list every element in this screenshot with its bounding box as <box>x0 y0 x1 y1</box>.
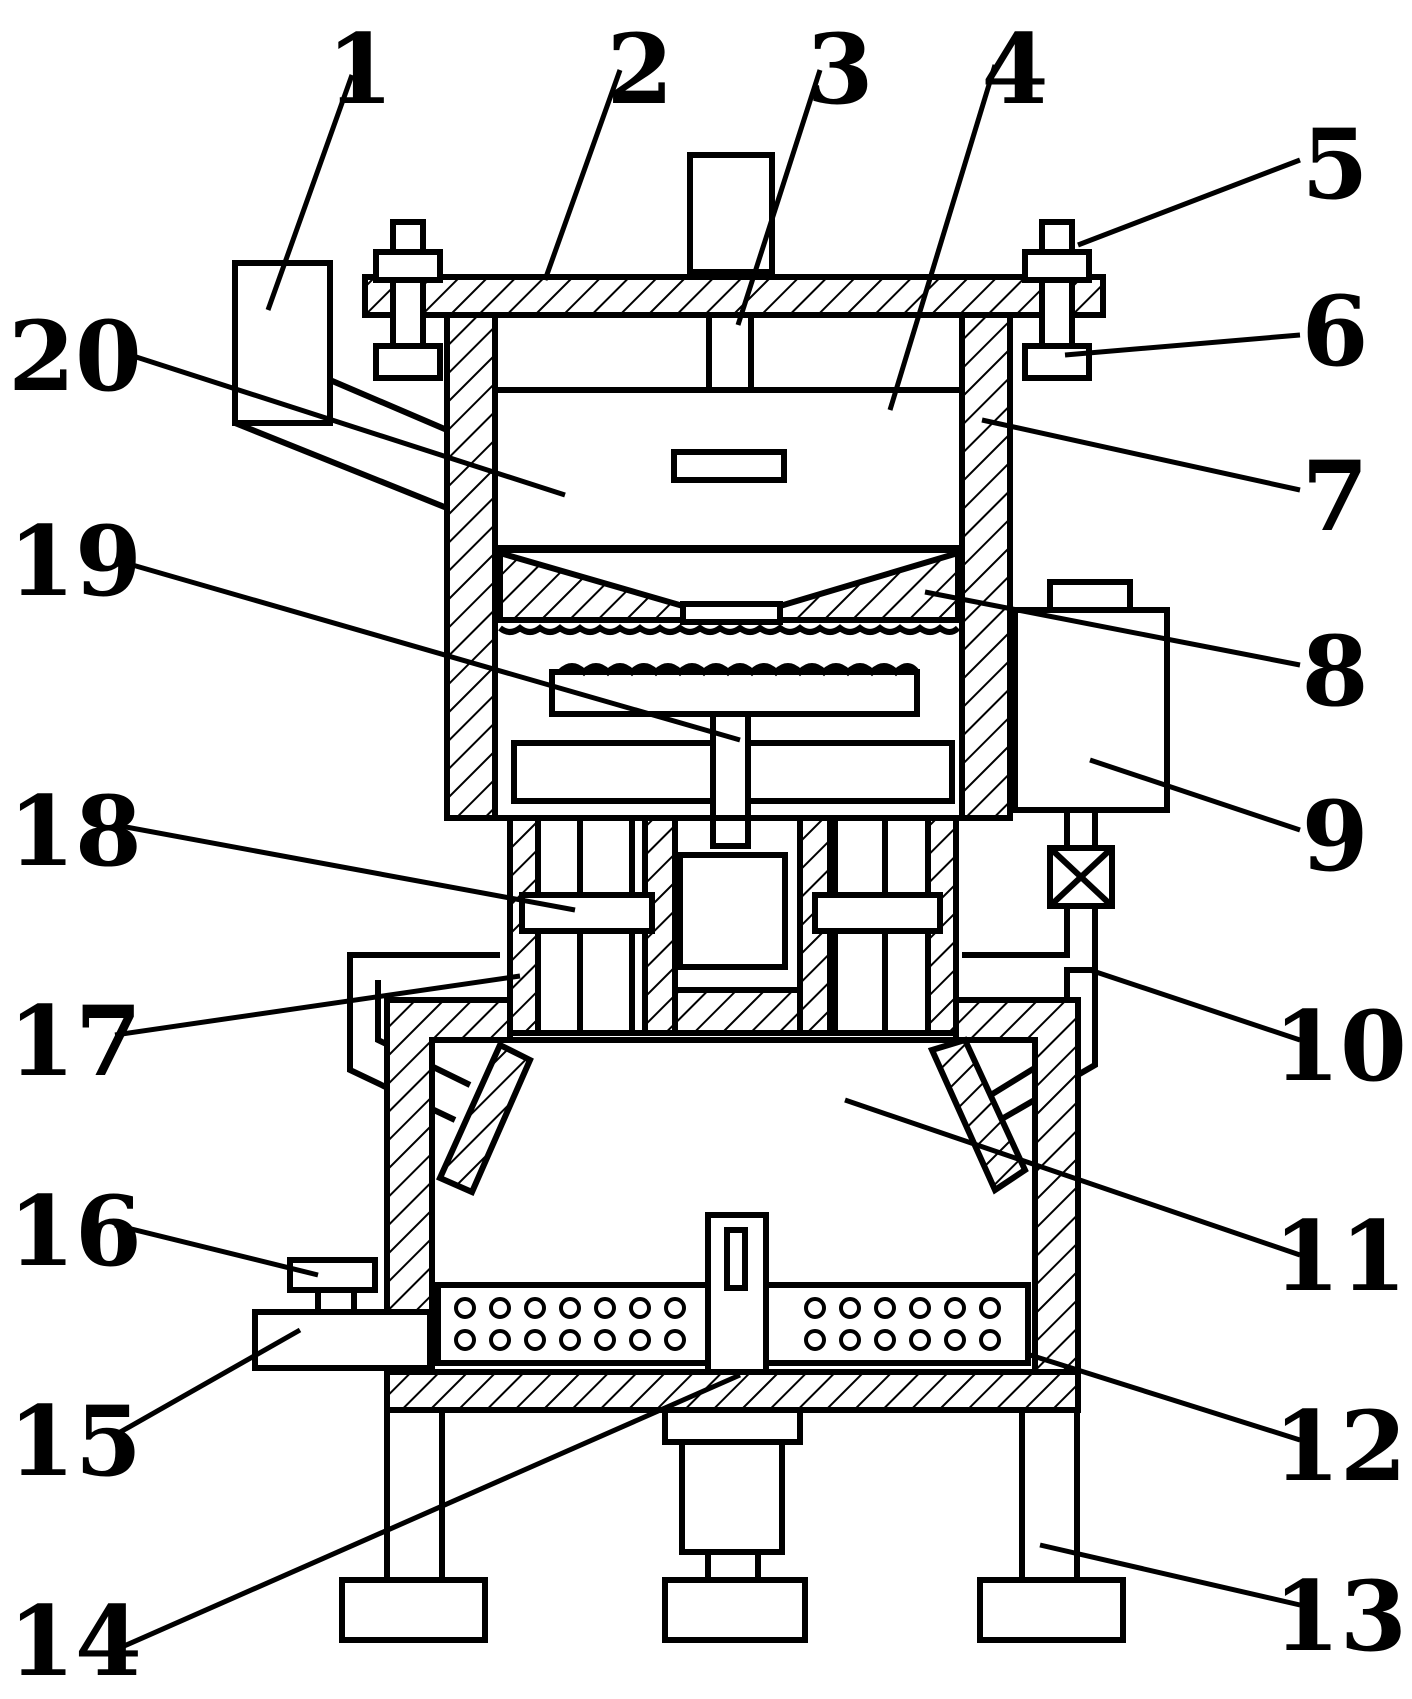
leader-lines <box>113 64 1301 1653</box>
clamp-left <box>519 892 655 934</box>
control-switch <box>287 1257 378 1293</box>
motor-shaft <box>706 312 754 393</box>
callout-19: 19 <box>8 505 142 618</box>
spray-pump <box>232 260 333 426</box>
vent-holes-left <box>454 1297 686 1351</box>
callout-5: 5 <box>1302 108 1369 221</box>
callout-6: 6 <box>1302 275 1369 388</box>
callout-13: 13 <box>1273 1560 1407 1673</box>
top-motor <box>687 152 775 275</box>
filter-mesh <box>498 624 961 635</box>
foot-center <box>662 1577 808 1643</box>
foot-left <box>339 1577 488 1643</box>
vent-holes-right <box>804 1297 1001 1351</box>
callout-14: 14 <box>8 1585 142 1698</box>
callout-2: 2 <box>607 13 674 126</box>
rotating-disk <box>549 669 920 717</box>
callout-1: 1 <box>327 13 394 126</box>
hydraulic-cylinder <box>677 852 788 970</box>
callout-8: 8 <box>1302 615 1369 728</box>
bolt-left <box>373 219 443 381</box>
upper-wall-right <box>959 312 1013 821</box>
upper-housing <box>444 312 1013 849</box>
middle-neck <box>495 815 962 1036</box>
bolt-right <box>1022 219 1092 381</box>
top-cover-assembly <box>362 152 1106 483</box>
callout-20: 20 <box>8 300 142 413</box>
callout-3: 3 <box>807 13 874 126</box>
callout-17: 17 <box>8 985 142 1098</box>
leg-right <box>1019 1407 1080 1583</box>
leg-left <box>384 1407 445 1583</box>
clamp-right <box>812 892 943 934</box>
callout-4: 4 <box>982 13 1049 126</box>
top-cover-plate <box>362 274 1106 318</box>
side-tank-assembly <box>232 260 1170 1125</box>
callout-9: 9 <box>1302 780 1369 893</box>
upper-wall-left <box>444 312 498 821</box>
motor-mount <box>662 1407 803 1445</box>
callout-16: 16 <box>8 1175 142 1288</box>
bottom-motor <box>679 1439 785 1555</box>
callout-10: 10 <box>1273 990 1407 1103</box>
callout-15: 15 <box>8 1385 142 1498</box>
spray-nozzle <box>671 449 787 483</box>
support-legs <box>339 1407 1126 1643</box>
callout-11: 11 <box>1273 1200 1407 1313</box>
callout-7: 7 <box>1302 440 1369 553</box>
nozzle-left <box>436 1040 534 1196</box>
foot-right <box>977 1577 1126 1643</box>
lower-chamber <box>252 997 1081 1478</box>
callout-12: 12 <box>1273 1390 1407 1503</box>
callout-18: 18 <box>8 775 142 888</box>
callout-labels: 1 2 3 4 5 6 7 8 9 10 11 12 13 14 15 16 1… <box>8 13 1407 1698</box>
